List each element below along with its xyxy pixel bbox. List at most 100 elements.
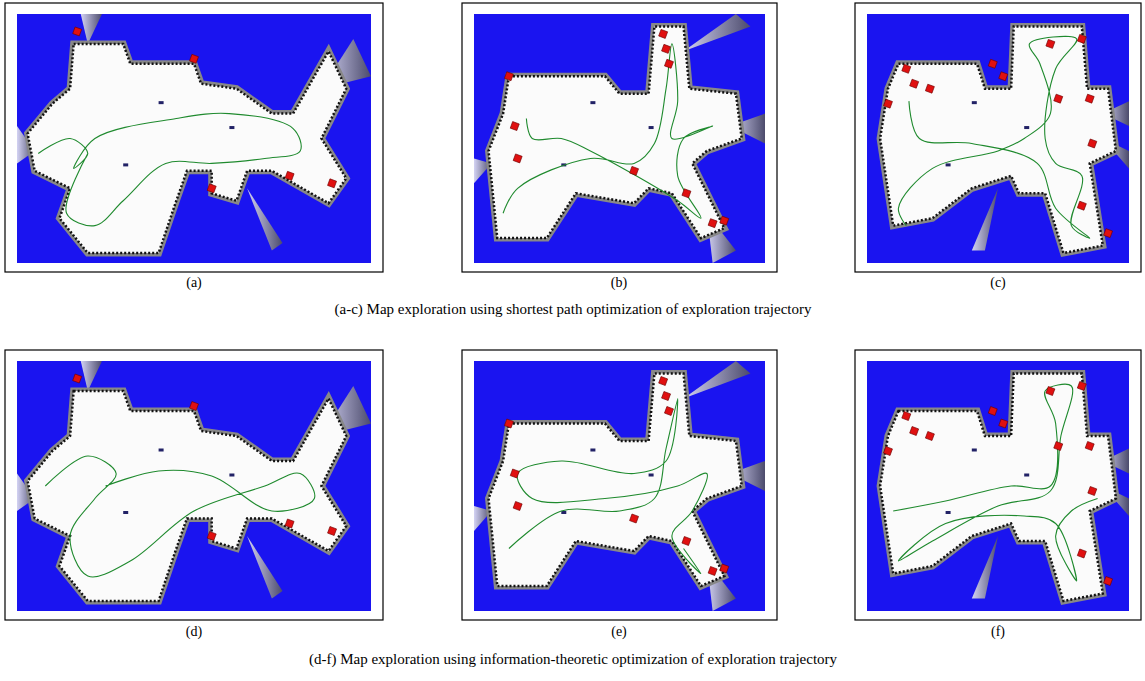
obstacle (649, 474, 654, 477)
trajectory (509, 398, 708, 573)
subfigure-label: (b) (611, 275, 627, 291)
subcaption: (a-c) Map exploration using shortest pat… (335, 301, 812, 318)
obstacle (159, 449, 164, 452)
map-panel (5, 3, 383, 272)
sensor-fan (81, 361, 102, 391)
sensor-fan (81, 14, 102, 44)
goal-marker (682, 537, 691, 546)
map-edge (880, 26, 1116, 253)
map-panel (462, 3, 777, 272)
sensor-fan (247, 536, 282, 599)
trajectory (893, 384, 1097, 581)
obstacle (229, 474, 234, 477)
goal-marker (630, 166, 639, 175)
obstacle (1024, 126, 1029, 129)
obstacle (590, 449, 595, 452)
goal-marker (1046, 39, 1055, 48)
unknown-space (867, 14, 1129, 263)
goal-marker (1085, 94, 1094, 103)
goal-marker (73, 374, 82, 383)
goal-marker (883, 99, 892, 108)
map-edge (28, 391, 347, 601)
panel-frame (855, 3, 1141, 272)
sensor-fan (972, 536, 998, 599)
panel-frame (462, 350, 777, 620)
goal-marker (659, 377, 668, 386)
obstacle (123, 163, 128, 166)
goal-marker (328, 527, 337, 536)
goal-marker (910, 79, 919, 88)
map-panel (855, 3, 1141, 272)
goal-marker (190, 402, 199, 411)
trajectory (898, 36, 1089, 238)
goal-marker (504, 419, 513, 428)
goal-marker (285, 171, 294, 180)
goal-marker (659, 29, 668, 38)
subfigure-label: (a) (186, 275, 202, 291)
trajectory (503, 44, 713, 218)
sensor-fan (247, 188, 282, 250)
sensor-fan (972, 188, 998, 250)
goal-marker (190, 54, 199, 63)
goal-marker (328, 179, 337, 188)
sensor-fan (684, 361, 751, 399)
unknown-space (474, 361, 765, 611)
goal-marker (510, 469, 519, 478)
free-space (489, 26, 742, 238)
goal-marker (664, 59, 673, 68)
goal-marker (883, 447, 892, 456)
goal-marker (708, 219, 717, 228)
map-edge (489, 26, 742, 238)
free-space (880, 26, 1116, 253)
obstacle (972, 101, 977, 104)
panel-frame (855, 350, 1141, 620)
map-edge (28, 44, 347, 253)
subfigure-label: (c) (990, 275, 1006, 291)
goal-marker (1104, 229, 1113, 238)
obstacle (946, 163, 951, 166)
goal-marker (513, 154, 522, 163)
goal-marker (1077, 34, 1086, 43)
goal-marker (662, 392, 671, 401)
goal-marker (1077, 201, 1086, 210)
goal-marker (988, 407, 997, 416)
panel-frame (462, 3, 777, 272)
goal-marker (510, 122, 519, 131)
obstacle (972, 449, 977, 452)
goal-marker (999, 72, 1008, 81)
obstacle (1024, 474, 1029, 477)
goal-marker (902, 64, 911, 73)
goal-marker (1054, 442, 1063, 451)
goal-marker (207, 184, 216, 193)
free-space (28, 44, 347, 253)
sensor-fan (684, 14, 751, 51)
map-panel (5, 350, 383, 620)
obstacle (561, 511, 566, 514)
goal-marker (999, 419, 1008, 428)
panel-frame (5, 3, 383, 272)
obstacle (229, 126, 234, 129)
goal-marker (504, 72, 513, 81)
free-space (489, 374, 742, 587)
goal-marker (925, 432, 934, 441)
subcaption: (d-f) Map exploration using information-… (309, 651, 837, 668)
goal-marker (1046, 387, 1055, 396)
goal-marker (902, 412, 911, 421)
free-space (880, 374, 1116, 602)
panel-frame (5, 350, 383, 620)
goal-marker (720, 564, 729, 573)
obstacle (946, 511, 951, 514)
goal-marker (682, 189, 691, 198)
goal-marker (1077, 382, 1086, 391)
trajectory (38, 113, 301, 226)
goal-marker (708, 567, 717, 576)
sensor-fan (707, 213, 736, 263)
goal-marker (1088, 139, 1097, 148)
goal-marker (1054, 94, 1063, 103)
goal-marker (988, 59, 997, 68)
free-space (28, 391, 347, 601)
goal-marker (285, 519, 294, 528)
goal-marker (664, 407, 673, 416)
map-edge (880, 374, 1116, 602)
